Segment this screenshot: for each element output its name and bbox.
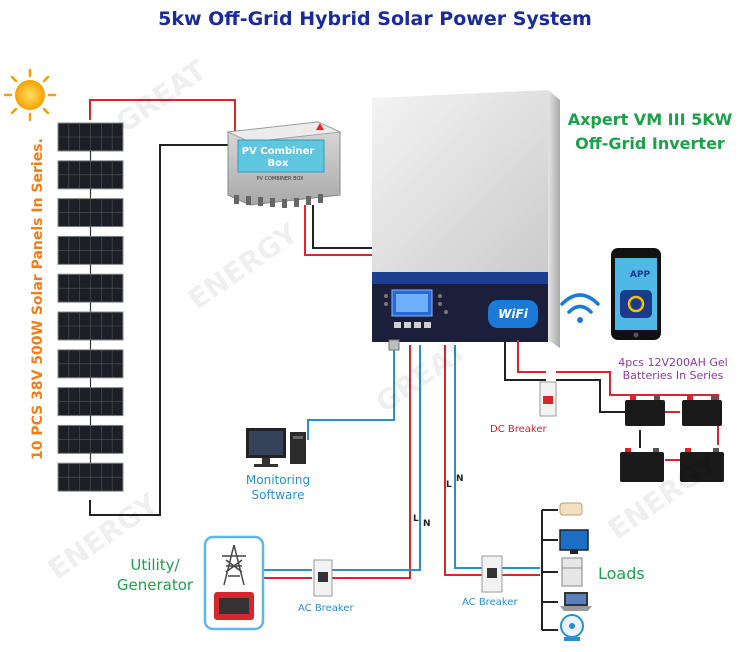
smartphone-app-icon: [611, 248, 661, 340]
solar-panel-icon: [57, 387, 124, 426]
battery-icon: [680, 448, 724, 482]
solar-panel-icon: [57, 160, 124, 199]
wifi-badge: WiFi: [498, 307, 528, 321]
inverter-type: Off-Grid Inverter: [575, 134, 725, 153]
battery-label: 4pcs 12V200AH Gel Batteries In Series: [598, 356, 748, 382]
solar-panel-icon: [57, 424, 124, 464]
inverter-label: Axpert VM III 5KW Off-Grid Inverter: [560, 108, 740, 156]
inverter-model: Axpert VM III 5KW: [567, 110, 733, 129]
ac-breaker-icon: [313, 559, 333, 597]
load-laptop-icon: [560, 592, 592, 611]
neutral-marker: N: [456, 474, 464, 484]
sun-icon: [3, 68, 57, 122]
battery-label-line1: 4pcs 12V200AH Gel: [618, 356, 728, 369]
solar-panel-array: [57, 122, 124, 492]
solar-panels-label: 10 PCS 38V 500W Solar Panels In Series.: [30, 138, 46, 460]
utility-label-line2: Generator: [116, 576, 194, 594]
load-refrigerator-icon: [561, 557, 583, 587]
dc-breaker-icon: [539, 381, 557, 417]
pv-string-wires: [89, 99, 236, 516]
solar-panel-icon: [57, 235, 124, 275]
diagram-title: 5kw Off-Grid Hybrid Solar Power System: [158, 8, 592, 30]
ac-breaker-input-label: AC Breaker: [298, 603, 354, 614]
solar-panel-icon: [57, 311, 124, 350]
monitoring-label: Monitoring Software: [228, 473, 328, 503]
combiner-plate-text: PV COMBINER BOX: [256, 176, 304, 182]
load-monitor-icon: [559, 529, 589, 554]
battery-label-line2: Batteries In Series: [622, 369, 724, 382]
combiner-label: PV Combiner Box: [236, 146, 320, 170]
solar-panel-icon: [57, 273, 124, 312]
solar-panel-icon: [57, 122, 124, 161]
battery-icon: [682, 396, 722, 426]
live-marker: L: [413, 514, 419, 524]
wifi-signal-icon: [560, 293, 600, 323]
solar-panel-icon: [57, 462, 124, 492]
neutral-marker: N: [423, 519, 431, 529]
live-marker: L: [446, 480, 452, 490]
solar-panel-icon: [57, 198, 124, 237]
utility-label-line1: Utility/: [130, 556, 180, 574]
battery-icon: [620, 448, 664, 482]
utility-label: Utility/ Generator: [100, 555, 210, 595]
monitoring-label-line1: Monitoring: [245, 473, 311, 487]
monitoring-label-line2: Software: [251, 488, 305, 502]
inverter-unit: [372, 90, 560, 348]
monitoring-cable: [307, 345, 395, 440]
load-fan-icon: [560, 614, 584, 641]
ac-output-wiring: [444, 345, 558, 631]
ac-breaker-icon: [481, 555, 503, 593]
combiner-to-inverter-wires: [304, 205, 372, 256]
combiner-label-line1: PV Combiner: [241, 146, 315, 157]
comm-port: [388, 339, 400, 351]
loads-label: Loads: [598, 564, 645, 583]
app-label: APP: [629, 270, 651, 280]
ac-breaker-output-label: AC Breaker: [462, 597, 518, 608]
battery-icon: [625, 396, 665, 426]
battery-bank: [620, 396, 724, 482]
computer-icon: [246, 428, 306, 467]
solar-panel-icon: [57, 349, 124, 388]
utility-generator-icon: [203, 535, 265, 631]
combiner-label-line2: Box: [267, 158, 289, 169]
load-lamp-icon: [559, 502, 583, 516]
pv-combiner-box: [226, 121, 342, 208]
dc-breaker-label: DC Breaker: [490, 424, 547, 435]
